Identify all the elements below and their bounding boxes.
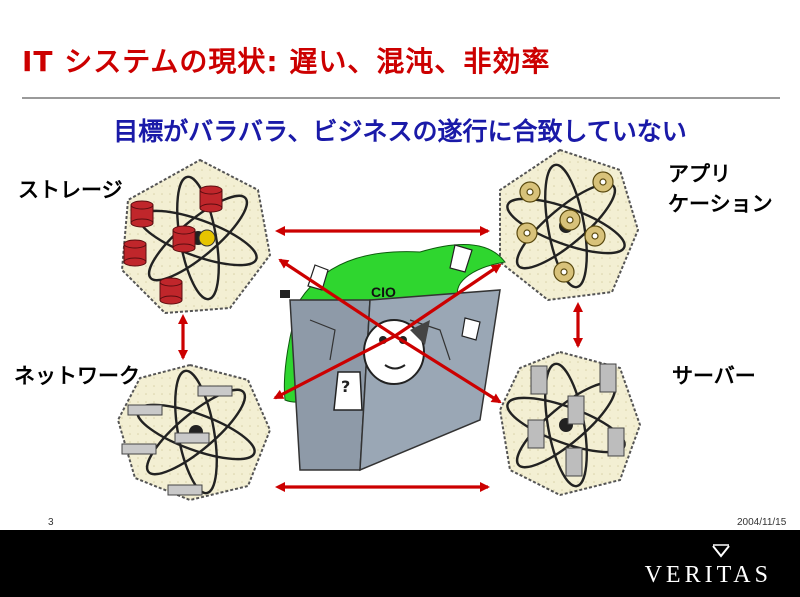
server-label: サーバー [672,364,756,388]
network-node [116,363,272,502]
application-label-line2: ケーション [668,192,773,216]
veritas-checkmark-icon [712,544,730,558]
page-number: 3 [48,517,54,528]
database-cylinder-icon [123,185,223,305]
storage-label: ストレージ [18,178,123,202]
application-node [499,148,640,302]
network-label: ネットワーク [14,364,140,388]
network-switch-icon [121,385,233,496]
cd-disc-icon [516,171,614,283]
title-divider [22,97,780,99]
slide-date: 2004/11/15 [737,517,787,528]
storage-node [120,158,272,315]
slide: IT システムの現状: 遅い、混沌、非効率 目標がバラバラ、ビジネスの遂行に合致… [14,45,787,528]
slide-title: IT システムの現状: 遅い、混沌、非効率 [22,45,551,78]
slide-subtitle: 目標がバラバラ、ビジネスの遂行に合致していない [113,117,687,146]
svg-text:?: ? [341,377,350,396]
footer-bar: VERITAS [0,530,800,597]
server-node [498,350,642,497]
application-label-line1: アプリ [668,162,731,186]
cio-label: CIO [371,284,396,300]
cio-illustration: ? CIO [280,244,506,472]
it-diagram: ? CIO [116,148,642,502]
connection-arrows [178,226,583,492]
brand-logo: VERITAS [644,562,772,588]
server-tower-icon [527,363,625,477]
